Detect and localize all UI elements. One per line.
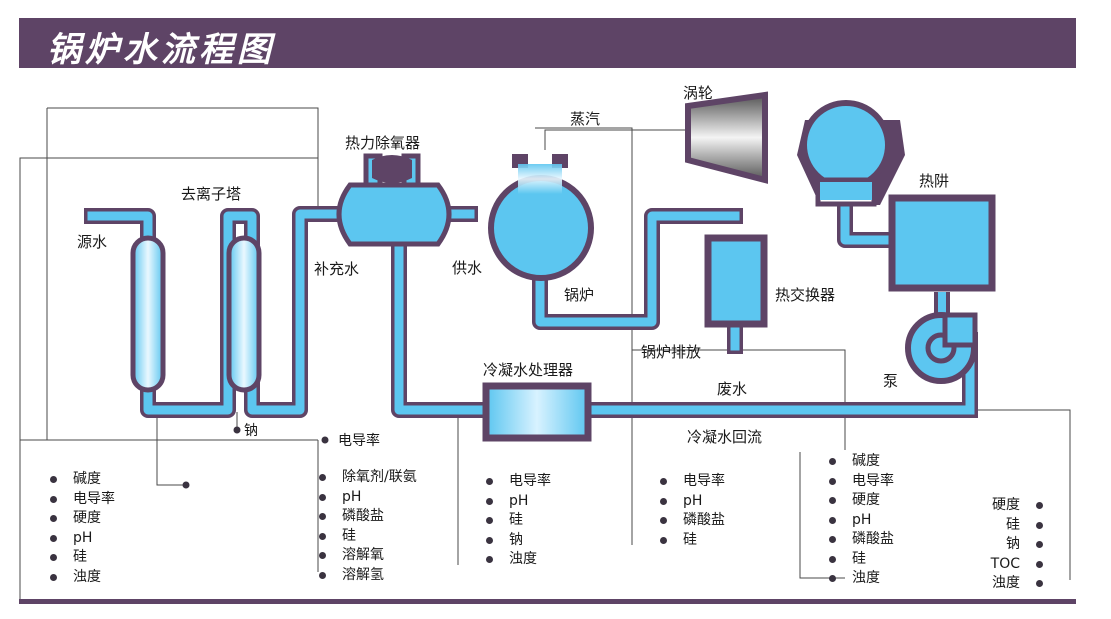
param-item: 浊度: [829, 569, 894, 589]
param-item: 溶解氧: [319, 546, 417, 566]
footer-bar: [19, 599, 1076, 604]
steam-line: [544, 129, 700, 150]
param-item: 碱度: [50, 470, 115, 490]
param-item: 电导率: [829, 472, 894, 492]
label-blowdown: 锅炉排放: [641, 343, 702, 361]
hotwell: [888, 194, 996, 292]
label-source-water: 源水: [77, 233, 108, 251]
param-item: 碱度: [829, 452, 894, 472]
param-item: 硬度: [50, 509, 115, 529]
param-list-condensate-treatment: 电导率 pH 硅 钠 浊度: [486, 472, 551, 570]
param-item: pH: [660, 492, 725, 512]
param-item: 浊度: [486, 550, 551, 570]
param-item: TOC: [991, 555, 1044, 575]
label-hotwell: 热阱: [919, 172, 950, 190]
condensate-treatment-unit: [482, 382, 592, 442]
label-heat-exchanger: 热交换器: [775, 286, 836, 304]
label-waste-water: 废水: [717, 380, 748, 398]
turbine: [685, 91, 768, 184]
param-item: pH: [486, 492, 551, 512]
label-deaerator: 热力除氧器: [345, 134, 421, 152]
label-conductivity: 电导率: [338, 433, 380, 449]
label-deionizer: 去离子塔: [181, 185, 242, 203]
param-item: 硬度: [829, 491, 894, 511]
param-list-pump: 硬度 硅 钠 TOC 浊度: [991, 496, 1044, 594]
param-item: 电导率: [486, 472, 551, 492]
param-item: 硅: [486, 511, 551, 531]
param-item: 除氧剂/联氨: [319, 468, 417, 488]
title-banner: 锅炉水流程图: [19, 18, 1076, 70]
param-item: 硅: [829, 550, 894, 570]
pump: [905, 312, 978, 384]
deaerator-tank: [336, 153, 452, 247]
param-list-source: 碱度 电导率 硬度 pH 硅 浊度: [50, 470, 115, 588]
param-item: pH: [829, 511, 894, 531]
label-condensate-return: 冷凝水回流: [687, 428, 763, 446]
label-pump: 泵: [883, 372, 899, 390]
param-item: 浊度: [991, 574, 1044, 594]
param-item: 电导率: [660, 472, 725, 492]
param-item: 硅: [660, 531, 725, 551]
boiler-drum: [488, 154, 594, 281]
param-item: 溶解氢: [319, 566, 417, 586]
label-condensate-treatment: 冷凝水处理器: [483, 361, 574, 379]
param-item: 硬度: [991, 496, 1044, 516]
param-item: 浊度: [50, 568, 115, 588]
param-item: 硅: [991, 516, 1044, 536]
heat-exchanger: [704, 234, 768, 328]
param-item: 磷酸盐: [829, 530, 894, 550]
label-boiler: 锅炉: [564, 286, 595, 304]
param-item: 电导率: [50, 490, 115, 510]
deionizer-columns: [130, 235, 262, 393]
label-feed-water: 供水: [452, 259, 483, 277]
label-sodium: 钠: [244, 423, 258, 439]
param-list-condensate-return: 碱度 电导率 硬度 pH 磷酸盐 硅 浊度: [829, 452, 894, 589]
param-item: 硅: [319, 527, 417, 547]
label-steam: 蒸汽: [570, 110, 601, 128]
page-title: 锅炉水流程图: [47, 30, 275, 70]
param-list-deaerator: 除氧剂/联氨 pH 磷酸盐 硅 溶解氧 溶解氢: [319, 468, 417, 586]
sample-dots: [182, 426, 329, 489]
label-makeup-water: 补充水: [314, 260, 360, 278]
condenser: [797, 100, 905, 207]
param-item: pH: [50, 529, 115, 549]
param-item: 硅: [50, 548, 115, 568]
param-item: 磷酸盐: [319, 507, 417, 527]
param-item: 磷酸盐: [660, 511, 725, 531]
param-item: 钠: [991, 535, 1044, 555]
param-item: pH: [319, 488, 417, 508]
param-list-blowdown: 电导率 pH 磷酸盐 硅: [660, 472, 725, 551]
label-turbine: 涡轮: [683, 84, 714, 102]
param-item: 钠: [486, 531, 551, 551]
